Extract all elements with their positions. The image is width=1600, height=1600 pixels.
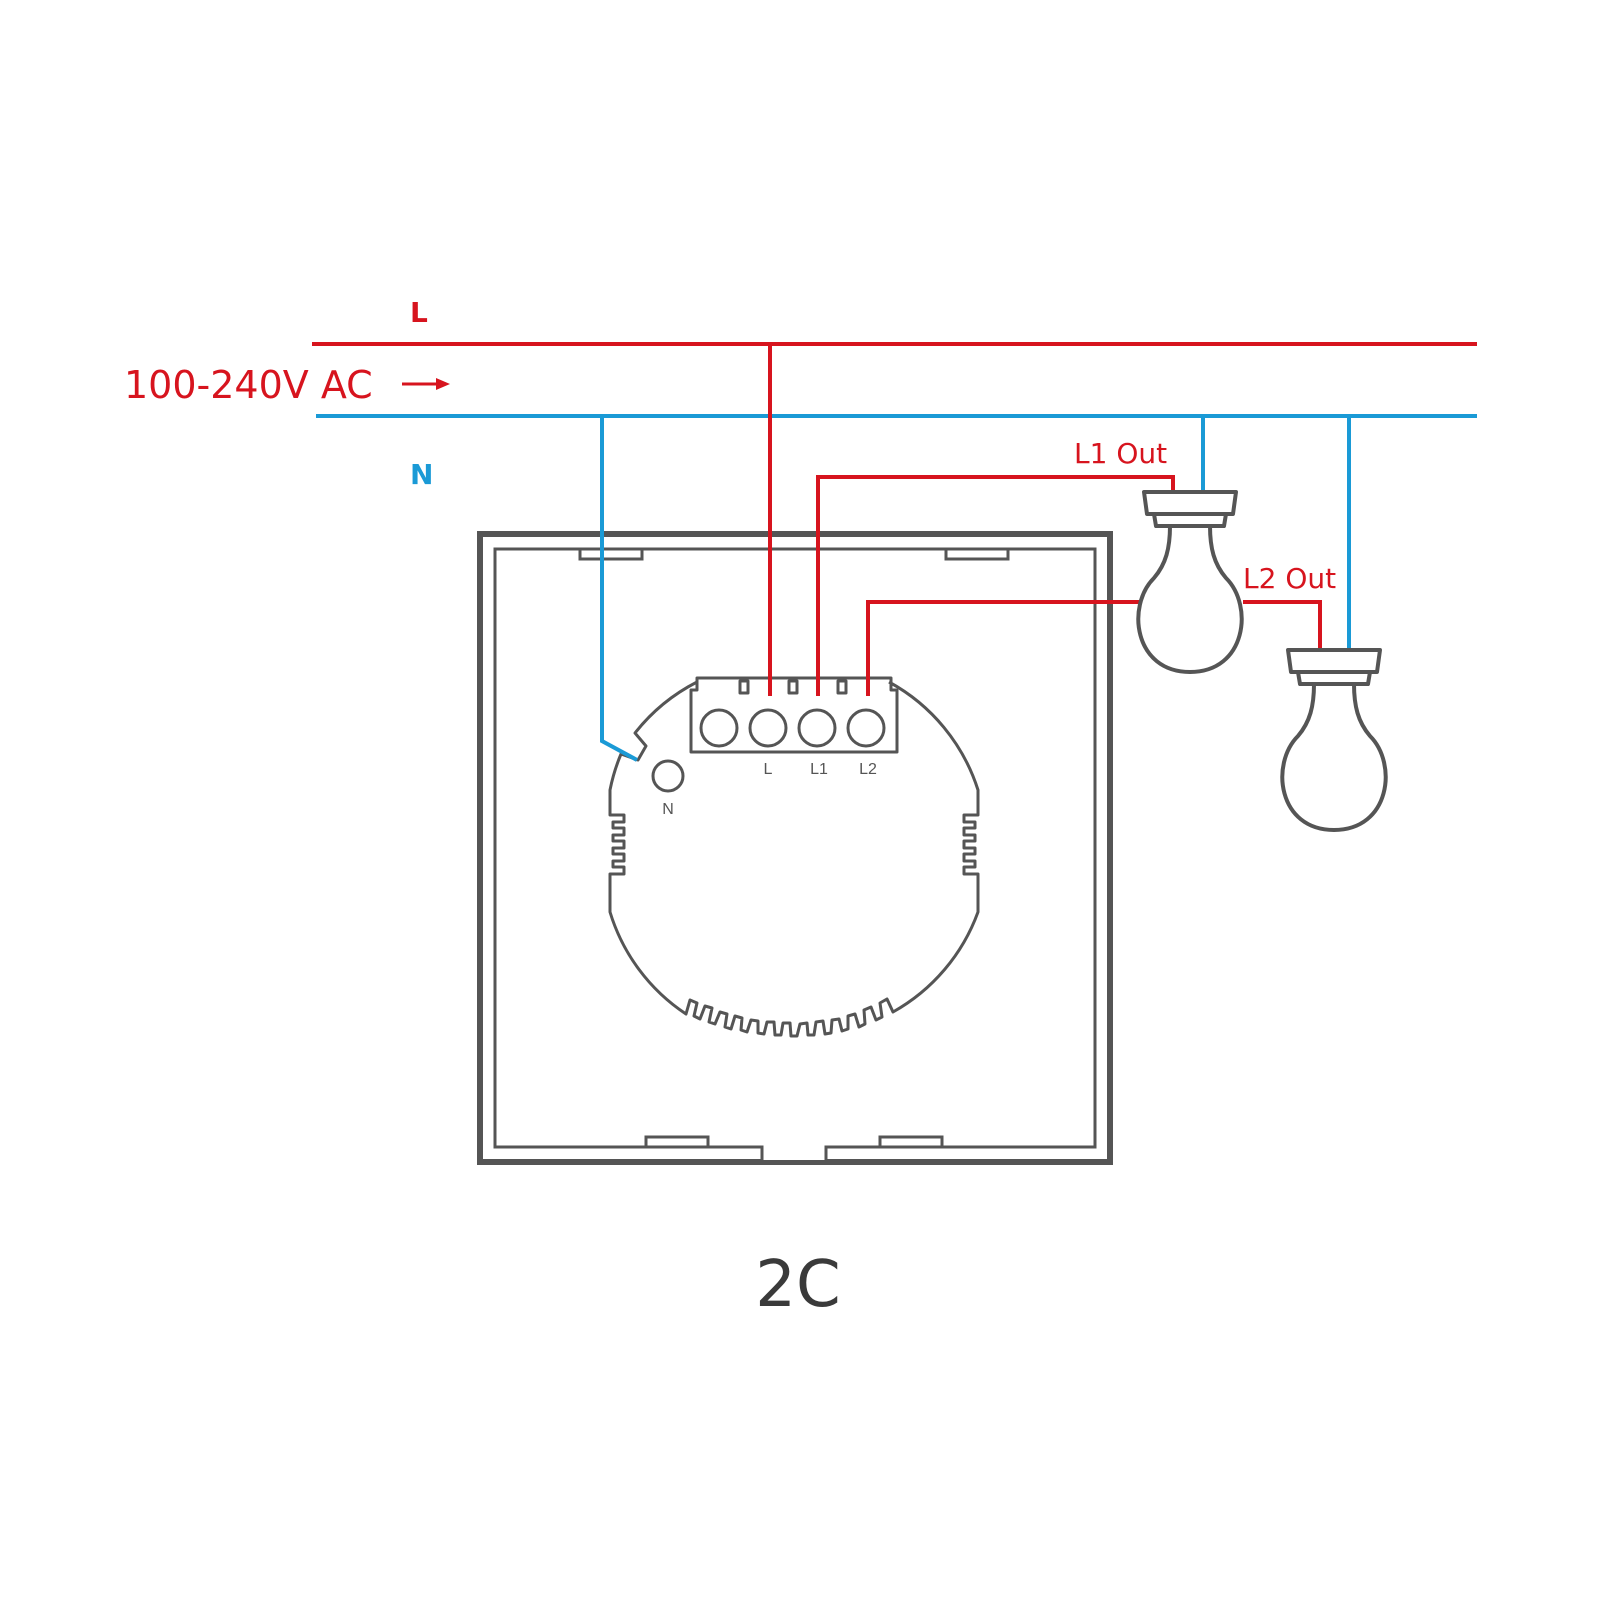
screw-1 (699, 708, 739, 748)
screw-n (651, 759, 685, 793)
tab-top-left (578, 547, 644, 561)
live-wires (312, 342, 1477, 696)
tab-bottom-left (644, 1135, 710, 1149)
plate-inner (493, 547, 1097, 1149)
l2-out-label: L2 Out (1243, 562, 1336, 595)
switch-plate (477, 531, 1113, 1165)
pin-l-top (787, 679, 799, 695)
terminal-l-label: L (764, 761, 773, 778)
l1-out-label: L1 Out (1074, 437, 1167, 470)
module-outline (608, 680, 980, 1038)
tab-bottom-right (878, 1135, 944, 1149)
terminal-n-label: N (662, 801, 674, 818)
pin-l1-top (836, 679, 848, 695)
lamp-2 (1280, 648, 1388, 832)
lamp-1-bulb (1136, 524, 1244, 674)
l2-out-wire-to-lamp2 (1243, 600, 1322, 650)
pin-n-top (738, 679, 750, 695)
l1-out-wire (816, 475, 1175, 696)
neutral-line-label: N (410, 458, 433, 491)
tab-top-right (944, 547, 1010, 561)
terminal-l1-label: L1 (810, 761, 828, 778)
screw-l1 (797, 708, 837, 748)
model-label: 2C (755, 1248, 840, 1322)
lamp-1 (1136, 490, 1244, 674)
plate-tabs (578, 547, 1010, 1149)
live-line-label: L (410, 296, 428, 329)
neutral-wires (316, 414, 1477, 762)
arrow-right-icon (402, 378, 450, 390)
supply-voltage-label: 100-240V AC (124, 363, 373, 407)
terminal-screws (651, 708, 886, 793)
screw-l2 (846, 708, 886, 748)
l2-out-wire (866, 600, 1140, 696)
terminal-l2-label: L2 (859, 761, 877, 778)
screw-l (748, 708, 788, 748)
plate-bottom-notch (708, 1144, 880, 1162)
plate-outer (477, 531, 1113, 1165)
lamp-2-socket (1286, 648, 1382, 686)
lamp-2-bulb (1280, 682, 1388, 832)
terminal-block (689, 676, 899, 754)
neutral-to-switch (600, 416, 638, 762)
lamp-1-socket (1142, 490, 1238, 528)
switch-module (608, 676, 980, 1038)
